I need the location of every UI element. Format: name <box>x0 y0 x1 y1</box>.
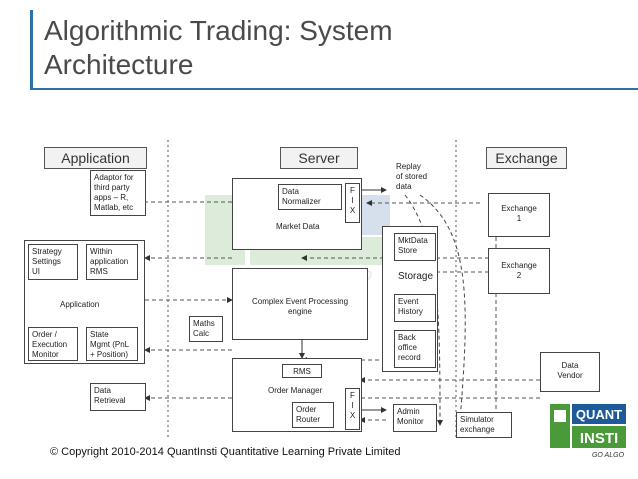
svg-text:QUANT: QUANT <box>576 407 622 422</box>
copyright-text: © Copyright 2010-2014 QuantInsti Quantit… <box>50 446 401 458</box>
header-exchange: Exchange <box>486 147 567 169</box>
slide-title: Algorithmic Trading: System Architecture <box>44 15 393 80</box>
event-history-box: Event History <box>394 294 436 322</box>
strategy-settings-box: Strategy Settings UI <box>28 244 78 280</box>
order-exec-monitor-box: Order / Execution Monitor <box>28 327 78 361</box>
exchange-1-box: Exchange 1 <box>488 193 550 237</box>
back-office-box: Back office record <box>394 330 436 368</box>
order-manager-label: Order Manager <box>268 386 323 395</box>
quantinsti-logo-graphic: QUANT INSTI GO ALGO <box>550 404 626 459</box>
fix-bottom-box: F I X <box>345 388 360 430</box>
svg-text:GO ALGO: GO ALGO <box>592 452 625 459</box>
order-router-box: Order Router <box>292 402 334 428</box>
title-rule <box>30 10 33 90</box>
within-rms-box: Within application RMS <box>86 244 138 280</box>
data-normalizer-box: Data Normalizer <box>278 184 342 210</box>
admin-monitor-box: Admin Monitor <box>393 404 437 432</box>
adaptor-box: Adaptor for third party apps – R, Matlab… <box>90 170 146 216</box>
application-label: Application <box>60 300 100 309</box>
data-retrieval-box: Data Retrieval <box>90 383 146 411</box>
simulator-exchange-box: Simulator exchange <box>456 412 512 438</box>
svg-text:INSTI: INSTI <box>580 430 618 447</box>
data-vendor-box: Data Vendor <box>540 352 600 392</box>
title-rule-bottom <box>30 88 638 90</box>
header-application: Application <box>44 147 147 169</box>
storage-label: Storage <box>398 271 434 282</box>
cep-engine-box: Complex Event Processing engine <box>232 268 368 340</box>
fix-top-box: F I X <box>345 183 360 223</box>
maths-calc-box: Maths Calc <box>189 316 223 342</box>
market-data-label: Market Data <box>276 222 320 231</box>
state-mgmt-box: State Mgmt (PnL + Position) <box>86 327 138 361</box>
header-server: Server <box>280 147 358 169</box>
quantinsti-logo: QUANT INSTI GO ALGO <box>548 400 628 460</box>
replay-label: Replay of stored data <box>396 162 428 191</box>
exchange-2-box: Exchange 2 <box>488 248 550 294</box>
rms-box: RMS <box>282 364 322 378</box>
mktdata-store-box: MktData Store <box>394 233 436 261</box>
